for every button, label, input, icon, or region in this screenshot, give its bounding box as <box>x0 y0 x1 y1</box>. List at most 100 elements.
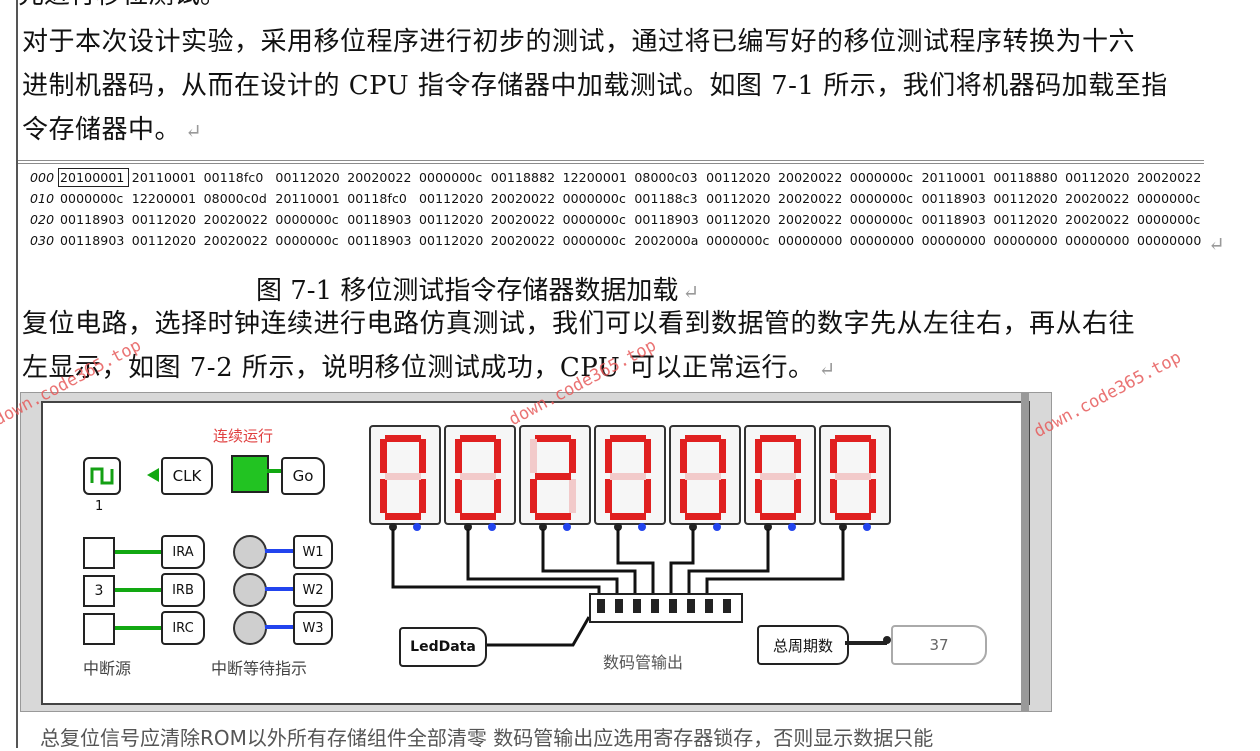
seven-seg-segments <box>605 435 651 520</box>
digit-pin <box>413 523 421 531</box>
memory-word: 00112020 <box>418 191 484 206</box>
segment-e <box>680 479 687 513</box>
digit-pin <box>563 523 571 531</box>
digit-pin <box>638 523 646 531</box>
seven-seg-segments <box>455 435 501 520</box>
clock-source[interactable] <box>83 457 121 495</box>
segment-a <box>760 435 796 442</box>
wait-wire <box>265 587 293 591</box>
memory-word: 00118880 <box>993 170 1058 185</box>
memory-word: 001188c3 <box>634 191 698 206</box>
paragraph-2-line-1: 复位电路，选择时钟连续进行电路仿真测试，我们可以看到数据管的数字先从左往右，再从… <box>22 309 1136 339</box>
memory-word: 00118903 <box>347 233 412 248</box>
segment-e <box>380 479 387 513</box>
segment-c <box>419 479 426 513</box>
memory-word: 0000000c <box>706 233 770 248</box>
memory-word: 0000000c <box>562 212 626 227</box>
memory-word: 20020022 <box>203 212 269 227</box>
segment-d <box>610 513 646 520</box>
memory-word: 20020022 <box>777 212 843 227</box>
segment-f <box>755 439 762 473</box>
segment-f <box>830 439 837 473</box>
seven-seg-digit-1 <box>369 425 441 525</box>
irq-tunnel-irc: IRC <box>161 611 205 645</box>
irq-tunnel-irb: IRB <box>161 573 205 607</box>
segment-e <box>455 479 462 513</box>
digit-wire <box>466 529 619 595</box>
irq-source-label: 中断源 <box>83 659 132 678</box>
segment-a <box>460 435 496 442</box>
irq-input-3[interactable] <box>83 613 115 645</box>
segment-b <box>869 439 876 473</box>
memory-word: 00000000 <box>921 233 986 248</box>
irq-tunnel-ira: IRA <box>161 535 205 569</box>
memory-word: 0000000c <box>418 170 483 185</box>
memory-top-rule <box>18 160 1204 161</box>
segment-e <box>530 479 537 513</box>
memory-word: 0000000c <box>1136 212 1201 227</box>
seven-seg-segments <box>755 435 801 520</box>
frame-right-bar <box>1021 393 1029 711</box>
irq-wire <box>115 550 161 554</box>
memory-word: 00000000 <box>849 233 915 248</box>
seven-seg-digit-6 <box>744 425 816 525</box>
segment-g <box>610 473 646 480</box>
memory-word: 00118903 <box>60 212 125 227</box>
digit-pin <box>614 523 622 531</box>
memory-word: 00118903 <box>347 212 412 227</box>
digit-wire <box>687 529 770 595</box>
digit-wire <box>616 529 655 595</box>
irq-input-2[interactable]: 3 <box>83 575 115 607</box>
segment-c <box>644 479 651 513</box>
segment-e <box>755 479 762 513</box>
go-button[interactable] <box>231 455 269 493</box>
irq-wire <box>115 626 161 630</box>
paragraph-2-line-2-text: 左显示，如图 7-2 所示，说明移位测试成功，CPU 可以正常运行。 <box>22 353 815 383</box>
memory-word: 0000000c <box>275 212 339 227</box>
segment-c <box>869 479 876 513</box>
bus-wires <box>391 529 845 647</box>
seven-seg-segments <box>680 435 726 520</box>
memory-word: 20020022 <box>490 191 556 206</box>
segment-d <box>460 513 496 520</box>
wait-wire <box>265 549 293 553</box>
irq-input-1[interactable] <box>83 537 115 569</box>
square-wave-icon <box>90 467 114 485</box>
figure-7-1-caption: 图 7-1 移位测试指令存储器数据加载↵ <box>256 270 699 307</box>
seven-seg-digit-2 <box>444 425 516 525</box>
paragraph-2-line-2: 左显示，如图 7-2 所示，说明移位测试成功，CPU 可以正常运行。↵ <box>22 346 1135 391</box>
memory-address: 030 <box>30 233 55 248</box>
paragraph-1-line-1: 对于本次设计实验，采用移位程序进行初步的测试，通过将已编写好的移位测试程序转换为… <box>22 27 1136 57</box>
wait-indicator-led <box>233 573 267 607</box>
cycle-wire <box>845 641 887 645</box>
memory-word: 00112020 <box>418 212 484 227</box>
digit-pin <box>713 523 721 531</box>
wait-tunnel-w3: W3 <box>293 611 333 645</box>
seven-seg-digit-5 <box>669 425 741 525</box>
segment-d <box>535 513 571 520</box>
memory-word: 00112020 <box>275 170 340 185</box>
page-margin-line <box>16 0 18 748</box>
memory-word: 20020022 <box>1136 170 1202 185</box>
paragraph-2: 复位电路，选择时钟连续进行电路仿真测试，我们可以看到数据管的数字先从左往右，再从… <box>22 302 1135 391</box>
segment-f <box>530 439 537 473</box>
digit-wire <box>541 529 637 595</box>
memory-address: 020 <box>30 212 55 227</box>
bus-output-label: 数码管输出 <box>603 653 684 672</box>
segment-g <box>835 473 871 480</box>
memory-word: 00112020 <box>418 233 484 248</box>
memory-word: 0000000c <box>60 191 124 206</box>
irq-wait-label: 中断等待指示 <box>211 659 308 678</box>
memory-word: 00112020 <box>706 191 771 206</box>
wait-tunnel-w2: W2 <box>293 573 333 607</box>
memory-word: 00118903 <box>60 233 125 248</box>
segment-a <box>610 435 646 442</box>
memory-top-rule-2 <box>18 163 1204 164</box>
memory-word: 00112020 <box>131 233 197 248</box>
memory-word: 00112020 <box>706 170 771 185</box>
memory-word: 20020022 <box>777 170 843 185</box>
segment-a <box>685 435 721 442</box>
memory-word: 0000000c <box>562 233 626 248</box>
paragraph-1-line-3: 令存储器中。↵ <box>22 108 1168 153</box>
